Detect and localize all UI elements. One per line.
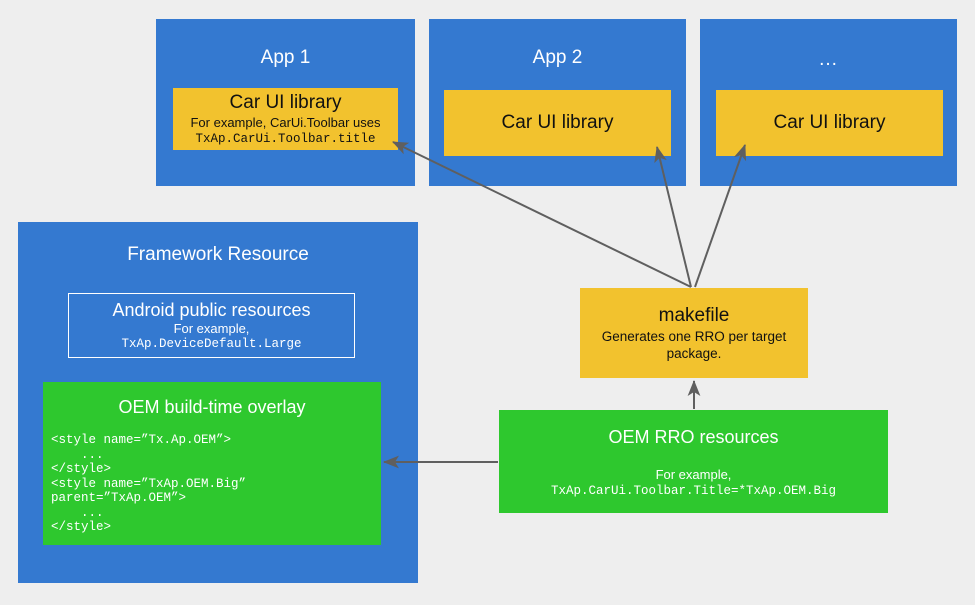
app-panel-2-title: App 2 — [532, 47, 583, 68]
android-public-resources-title: Android public resources — [112, 300, 311, 320]
app-panel-1-title: App 1 — [260, 47, 311, 68]
car-ui-library-title-1: Car UI library — [229, 92, 342, 113]
car-ui-library-title-2: Car UI library — [501, 112, 614, 133]
android-public-resources-sub: For example, — [173, 321, 250, 336]
oem-rro-resources-code: TxAp.CarUi.Toolbar.Title=*TxAp.OEM.Big — [550, 484, 837, 498]
car-ui-library-title-3: Car UI library — [773, 112, 886, 133]
makefile-sub: Generates one RRO per target package. — [601, 329, 787, 361]
framework-resource-title: Framework Resource — [127, 244, 309, 265]
android-public-resources-box: Android public resources For example, Tx… — [68, 293, 355, 358]
car-ui-library-box-2: Car UI library — [444, 90, 671, 156]
car-ui-library-code-1: TxAp.CarUi.Toolbar.title — [195, 132, 376, 146]
oem-build-time-overlay-title: OEM build-time overlay — [118, 397, 306, 417]
oem-rro-resources-box: OEM RRO resources For example, TxAp.CarU… — [499, 410, 888, 513]
oem-rro-resources-title: OEM RRO resources — [608, 427, 779, 447]
android-public-resources-code: TxAp.DeviceDefault.Large — [121, 337, 302, 351]
oem-rro-resources-sub: For example, — [655, 467, 732, 482]
makefile-title: makefile — [658, 305, 730, 326]
car-ui-library-sub-1: For example, CarUi.Toolbar uses — [190, 115, 381, 130]
makefile-box: makefile Generates one RRO per target pa… — [580, 288, 808, 378]
oem-build-time-overlay-code: <style name=”Tx.Ap.OEM”> ... </style> <s… — [51, 433, 247, 534]
app-panel-3-title: ... — [819, 49, 838, 70]
car-ui-library-box-1: Car UI library For example, CarUi.Toolba… — [173, 88, 398, 150]
oem-build-time-overlay-box: OEM build-time overlay <style name=”Tx.A… — [43, 382, 381, 545]
car-ui-library-box-3: Car UI library — [716, 90, 943, 156]
